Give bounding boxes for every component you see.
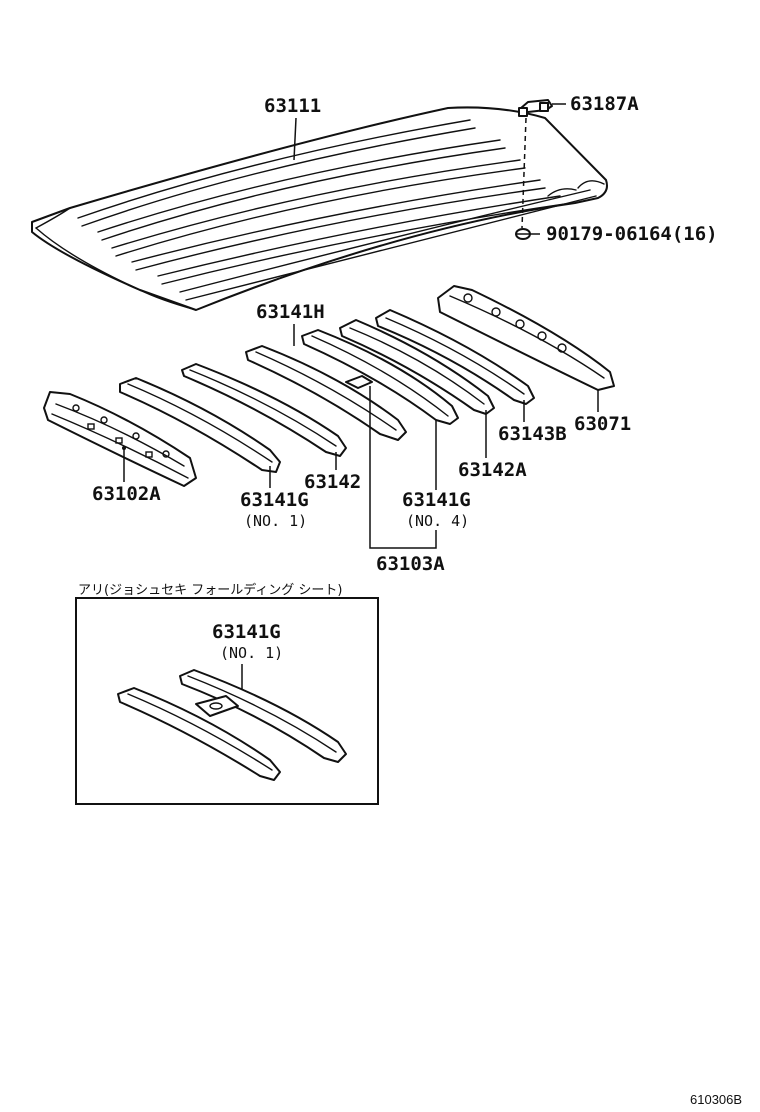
clip-63187a[interactable] [518, 99, 553, 117]
roof-bow-63141g-no1[interactable] [119, 377, 281, 473]
inset-label-63141g: 63141G [212, 621, 281, 643]
screw-90179[interactable] [515, 228, 531, 240]
roof-bow-63143b[interactable] [375, 309, 535, 405]
label-63103a: 63103A [376, 553, 445, 575]
label-63111: 63111 [264, 95, 321, 117]
label-63071: 63071 [574, 413, 631, 435]
rear-header-63071[interactable] [437, 285, 615, 391]
roof-bow-63142a[interactable] [339, 319, 495, 415]
diagram-code: 610306B [690, 1092, 742, 1107]
fastener-axis [521, 117, 527, 229]
front-header-63102a[interactable] [43, 391, 197, 487]
label-no1: (NO. 1) [244, 512, 307, 530]
label-63142a: 63142A [458, 459, 527, 481]
label-no4: (NO. 4) [406, 512, 469, 530]
roof-bow-63141h[interactable] [245, 345, 407, 441]
roof-panel[interactable] [31, 106, 608, 311]
label-63143b: 63143B [498, 423, 567, 445]
leader-lines [122, 103, 599, 549]
label-63141g-no4: 63141G [402, 489, 471, 511]
inset-roof-bow-63141g-no1[interactable] [117, 669, 347, 781]
label-63141h: 63141H [256, 301, 325, 323]
roof-bow-63142[interactable] [181, 363, 347, 457]
label-63142: 63142 [304, 471, 361, 493]
roof-bow-63141g-no4[interactable] [301, 329, 459, 425]
inset-label-no1: (NO. 1) [220, 644, 283, 662]
label-63102a: 63102A [92, 483, 161, 505]
label-63141g-no1: 63141G [240, 489, 309, 511]
label-90179: 90179-06164(16) [546, 223, 718, 245]
inset-title: アリ(ジョシュセキ フォールディング シート) [78, 582, 343, 598]
inset-box [75, 597, 379, 805]
label-63187a: 63187A [570, 93, 639, 115]
